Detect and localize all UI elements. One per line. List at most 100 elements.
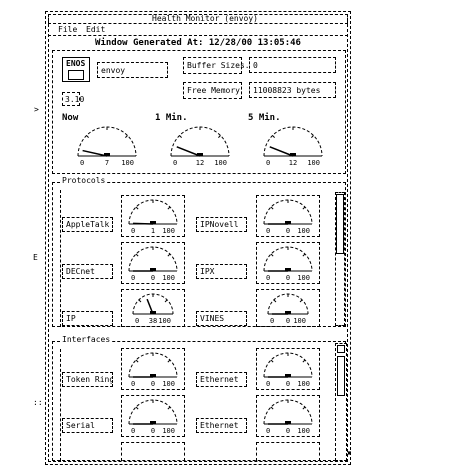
interface-label-token-ring: Token Ring [62,372,113,387]
gauge-min-label: 0 [173,159,177,167]
gauge-hub [104,153,110,156]
gauge-tick [311,135,314,138]
gauge-min-label: 0 [266,380,270,388]
gauge-tick [302,206,306,210]
gauge-value-label: 0 [151,427,155,435]
side-mark-mid: E [33,253,38,262]
gauge-max-label: 100 [158,317,171,325]
gauge-min-label: 0 [266,159,270,167]
gauge-max-label: 100 [121,159,134,167]
interfaces-title: Interfaces [60,335,113,345]
device-name-field[interactable]: envoy [97,62,168,78]
gauge-min-label: 0 [80,159,84,167]
protocol-label-ipx: IPX [196,264,247,279]
interfaces-scroll-thumb[interactable] [337,356,345,396]
gauge-svg: 0 0 100 [263,352,313,388]
interface-dial-ethernet-1: 0 0 100 [256,348,320,390]
gauge-hub [285,268,291,271]
gauge-tick [167,206,171,210]
gauge-min-label: 0 [131,274,135,282]
gauge-tick [138,299,142,303]
gauge-value-label: 0 [286,380,290,388]
gauge-value-label: 7 [105,159,109,167]
menu-edit[interactable]: Edit [86,25,106,34]
gauge-arc [263,199,313,225]
title-bar[interactable] [48,14,348,24]
gauge-tick [270,359,274,363]
gauge-max-label: 100 [297,380,310,388]
free-memory-button[interactable]: Free Memory [183,82,242,99]
gauge-needle [269,146,294,157]
gauge-arc [128,199,178,225]
gauge-tick [125,135,128,138]
gauge-min-label: 0 [270,317,274,325]
gauge-needle [176,146,201,157]
gauge-arc [263,126,323,157]
gauge-max-label: 100 [297,427,310,435]
gauge-tick [270,206,274,210]
side-mark-bottom: :: [33,398,43,407]
interface-dial-partial-1 [121,442,185,461]
gauge-tick [270,253,274,257]
gauge-tick [167,253,171,257]
gauge-tick [302,406,306,410]
gauge-value-label: 0 [286,274,290,282]
gauge-value-label: 12 [196,159,204,167]
gauge-hub [285,421,291,424]
protocol-label-vines: VINES [196,311,247,326]
menu-divider [48,35,348,36]
gauge-tick [164,299,168,303]
gauge-hub [285,374,291,377]
interface-label-serial: Serial [62,418,113,433]
gauge-tick [135,359,139,363]
dial-5min-title: 5 Min. [248,113,281,123]
gauge-hub [150,221,156,224]
interface-label-ethernet-2: Ethernet [196,418,247,433]
gauge-max-label: 100 [162,427,175,435]
buffer-sizes-button[interactable]: Buffer Sizes... [183,57,259,74]
gauge-value-label: 1 [151,227,155,235]
generated-timestamp: Window Generated At: 12/28/00 13:05:46 [95,38,301,48]
gauge-value-label: 0 [286,317,290,325]
gauge-max-label: 100 [293,317,306,325]
gauge-tick [135,253,139,257]
gauge-arc [263,246,313,272]
device-icon-label: ENOS [66,59,86,68]
gauge-value-label: 12 [289,159,297,167]
protocols-scrollbar[interactable] [335,192,345,326]
gauge-tick [302,359,306,363]
free-memory-value[interactable]: 11008823 bytes [249,82,336,98]
interfaces-scroll-up[interactable] [337,345,345,353]
buffer-sizes-value[interactable]: 0 [249,57,336,73]
device-icon[interactable]: ENOS [62,57,90,82]
gauge-tick [302,253,306,257]
dial-1min-title: 1 Min. [155,113,188,123]
protocols-left-rail [52,190,61,327]
gauge-min-label: 0 [266,427,270,435]
window-title: Health Monitor (envoy) [152,14,258,23]
resize-grip-icon[interactable]: ▪ [347,448,352,457]
gauge-tick [86,135,89,138]
gauge-tick [299,299,303,303]
gauge-arc [128,246,178,272]
chassis-icon [68,70,84,80]
menu-file[interactable]: File [58,25,78,34]
gauge-max-label: 100 [162,274,175,282]
protocols-scroll-thumb[interactable] [336,194,344,254]
protocol-label-decnet: DECnet [62,264,113,279]
